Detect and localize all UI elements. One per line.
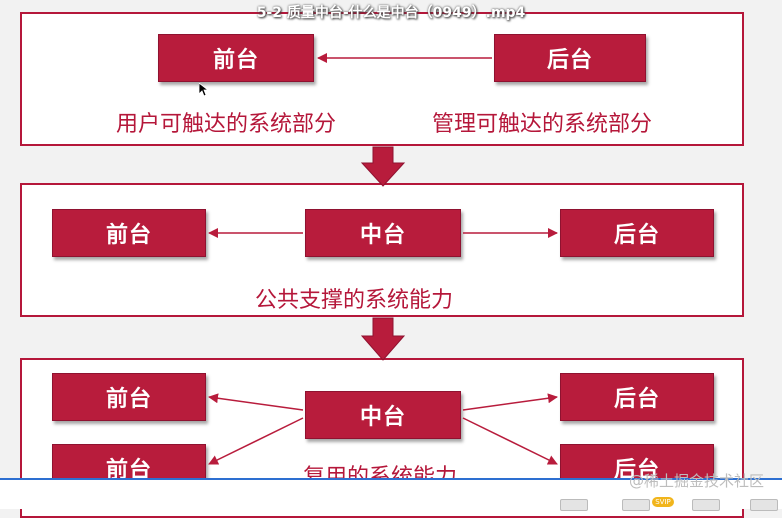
mouse-cursor-icon <box>199 83 209 97</box>
down-arrow-1 <box>360 146 406 187</box>
video-title: 5-2 质量中台-什么是中台（0949）.mp4 <box>256 5 526 21</box>
back-box-2: 后台 <box>560 209 714 257</box>
back-box-3a: 后台 <box>560 373 714 421</box>
back-box: 后台 <box>494 34 646 82</box>
video-frame: 5-2 质量中台-什么是中台（0949）.mp4 前台 后台 用户可触达的系统部… <box>0 5 782 518</box>
back-caption: 管理可触达的系统部分 <box>432 112 653 137</box>
control-button-1[interactable] <box>560 499 588 511</box>
control-button-3[interactable] <box>692 499 720 511</box>
middle-box-2: 中台 <box>305 209 461 257</box>
front-caption: 用户可触达的系统部分 <box>116 112 337 137</box>
control-button-2[interactable] <box>622 499 650 511</box>
control-button-4[interactable] <box>750 499 778 511</box>
watermark: @稀土掘金技术社区 <box>628 472 764 490</box>
player-control-bar <box>0 478 782 509</box>
front-box-2: 前台 <box>52 209 206 257</box>
middle-caption: 公共支撑的系统能力 <box>255 288 454 313</box>
front-box: 前台 <box>158 34 314 82</box>
svip-badge: SVIP <box>652 497 674 507</box>
middle-box-3: 中台 <box>305 391 461 439</box>
down-arrow-2 <box>360 317 406 361</box>
front-box-3a: 前台 <box>52 373 206 421</box>
